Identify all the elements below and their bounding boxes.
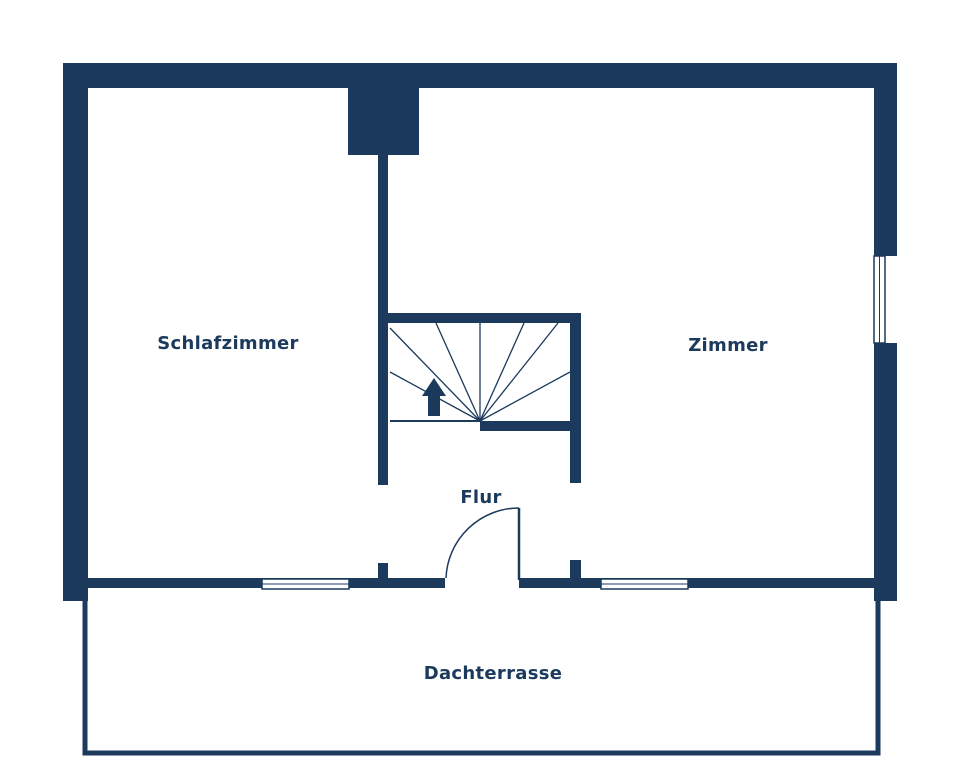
room-label-hallway: Flur	[460, 487, 501, 508]
right-wall-upper	[874, 63, 897, 256]
wall-room-hall	[570, 313, 581, 483]
terrace-wall	[63, 578, 897, 588]
chimney	[348, 88, 419, 155]
room-label-roof-terrace: Dachterrasse	[424, 663, 563, 684]
staircase	[389, 322, 571, 422]
bottom-window-left	[261, 578, 350, 590]
right-wall-lower	[874, 343, 897, 601]
wall-bedroom-hall-stub	[378, 563, 388, 583]
terrace-door	[445, 507, 521, 580]
left-wall	[63, 63, 88, 601]
roof-terrace-outline	[82, 588, 881, 756]
right-window	[873, 255, 886, 344]
top-wall	[63, 63, 897, 88]
stair-landing-wall	[480, 421, 571, 431]
arrow-up-icon	[422, 378, 446, 416]
wall-room-hall-stub	[570, 560, 581, 583]
room-label-bedroom: Schlafzimmer	[157, 333, 298, 354]
wall-stair-top	[378, 313, 581, 323]
exterior-walls	[63, 63, 897, 601]
bottom-window-right	[600, 578, 689, 590]
interior-walls	[378, 155, 581, 583]
room-label-room: Zimmer	[688, 335, 768, 356]
